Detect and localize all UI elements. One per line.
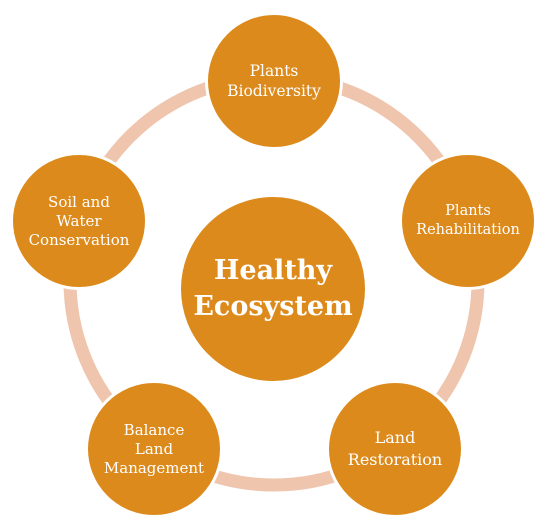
center-node-healthy-ecosystem: Healthy Ecosystem: [178, 194, 368, 384]
node-label: Balance Land Management: [103, 420, 205, 477]
node-balance-land-management: Balance Land Management: [85, 380, 223, 518]
node-plants-biodiversity: Plants Biodiversity: [205, 12, 343, 150]
node-soil-water-conservation: Soil and Water Conservation: [10, 152, 148, 290]
node-plants-rehabilitation: Plants Rehabilitation: [399, 152, 537, 290]
node-label: Plants Rehabilitation: [416, 203, 520, 238]
node-label: Soil and Water Conservation: [28, 192, 130, 249]
node-label: Plants Biodiversity: [227, 62, 321, 100]
node-label: Land Restoration: [347, 428, 443, 469]
node-land-restoration: Land Restoration: [326, 380, 464, 518]
center-node-label: Healthy Ecosystem: [193, 255, 353, 322]
